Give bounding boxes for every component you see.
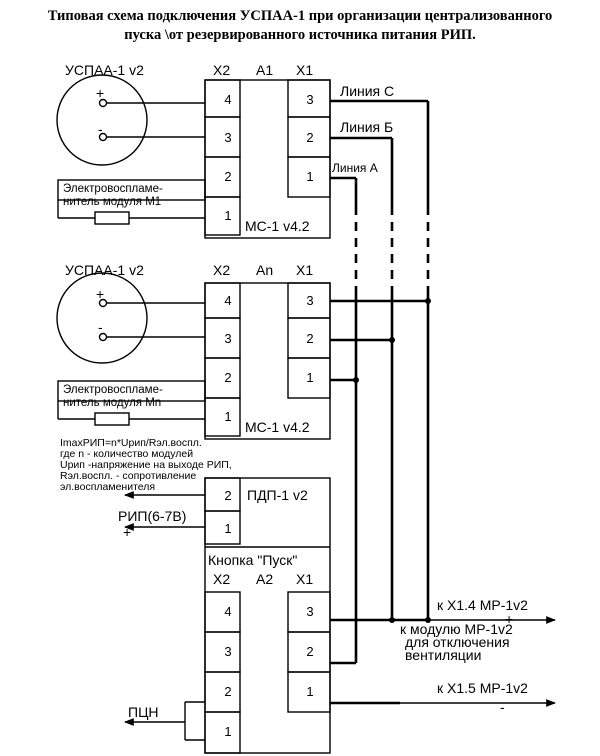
pdp-button-block: 2 1 ПДП-1 v2 РИП(6-7В) - + Кнопка "Пуск"… — [118, 477, 331, 754]
x1-pin-2-2: 2 — [306, 331, 313, 346]
rip-minus: - — [125, 486, 130, 502]
btn-x2-pin-4: 4 — [224, 604, 231, 619]
btn-x2-pin-2: 2 — [224, 684, 231, 699]
output-x14-label: к X1.4 МР-1v2 — [437, 597, 528, 613]
x2-pin-3-2: 3 — [224, 331, 231, 346]
minus-sign-2: - — [98, 319, 103, 335]
igniter-text-2a: Электровоспламе- — [63, 384, 163, 396]
note-line-2: где n - количество модулей — [60, 448, 193, 460]
uspaa-label-2: УСПАА-1 v2 — [65, 262, 144, 278]
igniter-resistor-1 — [94, 211, 130, 225]
terminal-minus-1 — [98, 132, 108, 142]
output-wires: к X1.4 МР-1v2 + к модулю МР-1v2 для откл… — [330, 597, 556, 715]
uspaa-circle-1 — [56, 74, 148, 166]
pdp-pin-1: 1 — [224, 521, 231, 536]
igniter-resistor-2 — [94, 412, 130, 426]
line-a-label: Линия А — [332, 161, 378, 175]
output-minus: - — [500, 699, 505, 715]
line-b-label: Линия Б — [340, 119, 393, 135]
x1-label-2: X1 — [296, 262, 313, 278]
x2-label-2: X2 — [213, 262, 230, 278]
x1-pin-1-2: 1 — [306, 370, 313, 385]
btn-x2-pin-1: 1 — [224, 724, 231, 739]
title-line-1: Типовая схема подключения УСПАА-1 при ор… — [48, 8, 553, 24]
output-vent-2: для отключения — [405, 634, 510, 650]
button-label: Кнопка "Пуск" — [208, 552, 297, 568]
an-label: An — [256, 262, 273, 278]
note-line-5: эл.воспламенителя — [60, 481, 155, 493]
igniter-text-1b: нитель модуля М1 — [63, 196, 161, 208]
a1-label: A1 — [256, 62, 273, 78]
output-vent-1: к модулю МР-1v2 — [400, 621, 513, 637]
x2-pin-4-1: 4 — [224, 92, 231, 107]
x2-label-1: X2 — [213, 62, 230, 78]
note-line-4: Rэл.воспл. - сопротивление — [60, 470, 196, 482]
plus-sign-1: + — [96, 85, 104, 101]
note-line-1: ImaxРИП=n*Uрип/Rэл.воспл. — [60, 437, 202, 449]
x2-label-btn: X2 — [213, 571, 230, 587]
igniter-box-1 — [57, 179, 206, 201]
device-label-2: МС-1 v4.2 — [245, 419, 310, 435]
output-x15-label: к X1.5 МР-1v2 — [437, 680, 528, 696]
device-label-1: МС-1 v4.2 — [245, 218, 310, 234]
title-line-2: пуска \от резервированного источника пит… — [124, 27, 476, 43]
x2-pin-1-1: 1 — [224, 208, 231, 223]
btn-x1-pin-1: 1 — [306, 684, 313, 699]
uspaa-label-1: УСПАА-1 v2 — [65, 62, 144, 78]
btn-x1-pin-3: 3 — [306, 604, 313, 619]
btn-x2-pin-3: 3 — [224, 644, 231, 659]
x2-pin-3-1: 3 — [224, 130, 231, 145]
note-line-3: Uрип -напряжение на выходе РИП, — [60, 459, 232, 471]
x1-pin-3-1: 3 — [306, 92, 313, 107]
x2-pin-4-2: 4 — [224, 293, 231, 308]
x1-label-btn: X1 — [296, 571, 313, 587]
uspaa-circle-2 — [56, 272, 148, 364]
plus-sign-2: + — [96, 286, 104, 302]
output-plus: + — [505, 611, 513, 627]
igniter-text-1a: Электровоспламе- — [63, 183, 163, 195]
igniter-box-2 — [57, 380, 206, 402]
x1-label-1: X1 — [296, 62, 313, 78]
x1-pin-3-2: 3 — [306, 293, 313, 308]
module-2: УСПАА-1 v2 X2 An X1 + - 4 3 2 1 3 2 1 МС… — [56, 262, 431, 440]
module-1: УСПАА-1 v2 X2 A1 X1 + - 4 3 2 1 3 2 1 МС… — [56, 62, 430, 239]
pdp-label: ПДП-1 v2 — [247, 487, 308, 503]
junction-dot-out-c — [425, 617, 431, 623]
formula-notes: ImaxРИП=n*Uрип/Rэл.воспл. где n - количе… — [60, 437, 232, 493]
x1-pin-2-1: 2 — [306, 130, 313, 145]
pdp-pin-2: 2 — [224, 488, 231, 503]
rip-plus: + — [123, 524, 131, 540]
terminal-minus-2 — [98, 332, 108, 342]
output-vent-3: вентиляции — [405, 647, 481, 663]
minus-sign-1: - — [98, 121, 103, 137]
igniter-text-2b: нитель модуля Мn — [63, 397, 161, 409]
x2-pin-1-2: 1 — [224, 409, 231, 424]
a2-label: A2 — [256, 571, 273, 587]
btn-x1-pin-2: 2 — [306, 644, 313, 659]
junction-dot-out-b — [389, 617, 395, 623]
rip-label: РИП(6-7В) — [118, 508, 186, 524]
x1-pin-1-1: 1 — [306, 169, 313, 184]
x2-pin-2-2: 2 — [224, 370, 231, 385]
pcn-label: ПЦН — [128, 704, 159, 720]
line-c-label: Линия С — [340, 83, 394, 99]
x2-pin-2-1: 2 — [224, 169, 231, 184]
